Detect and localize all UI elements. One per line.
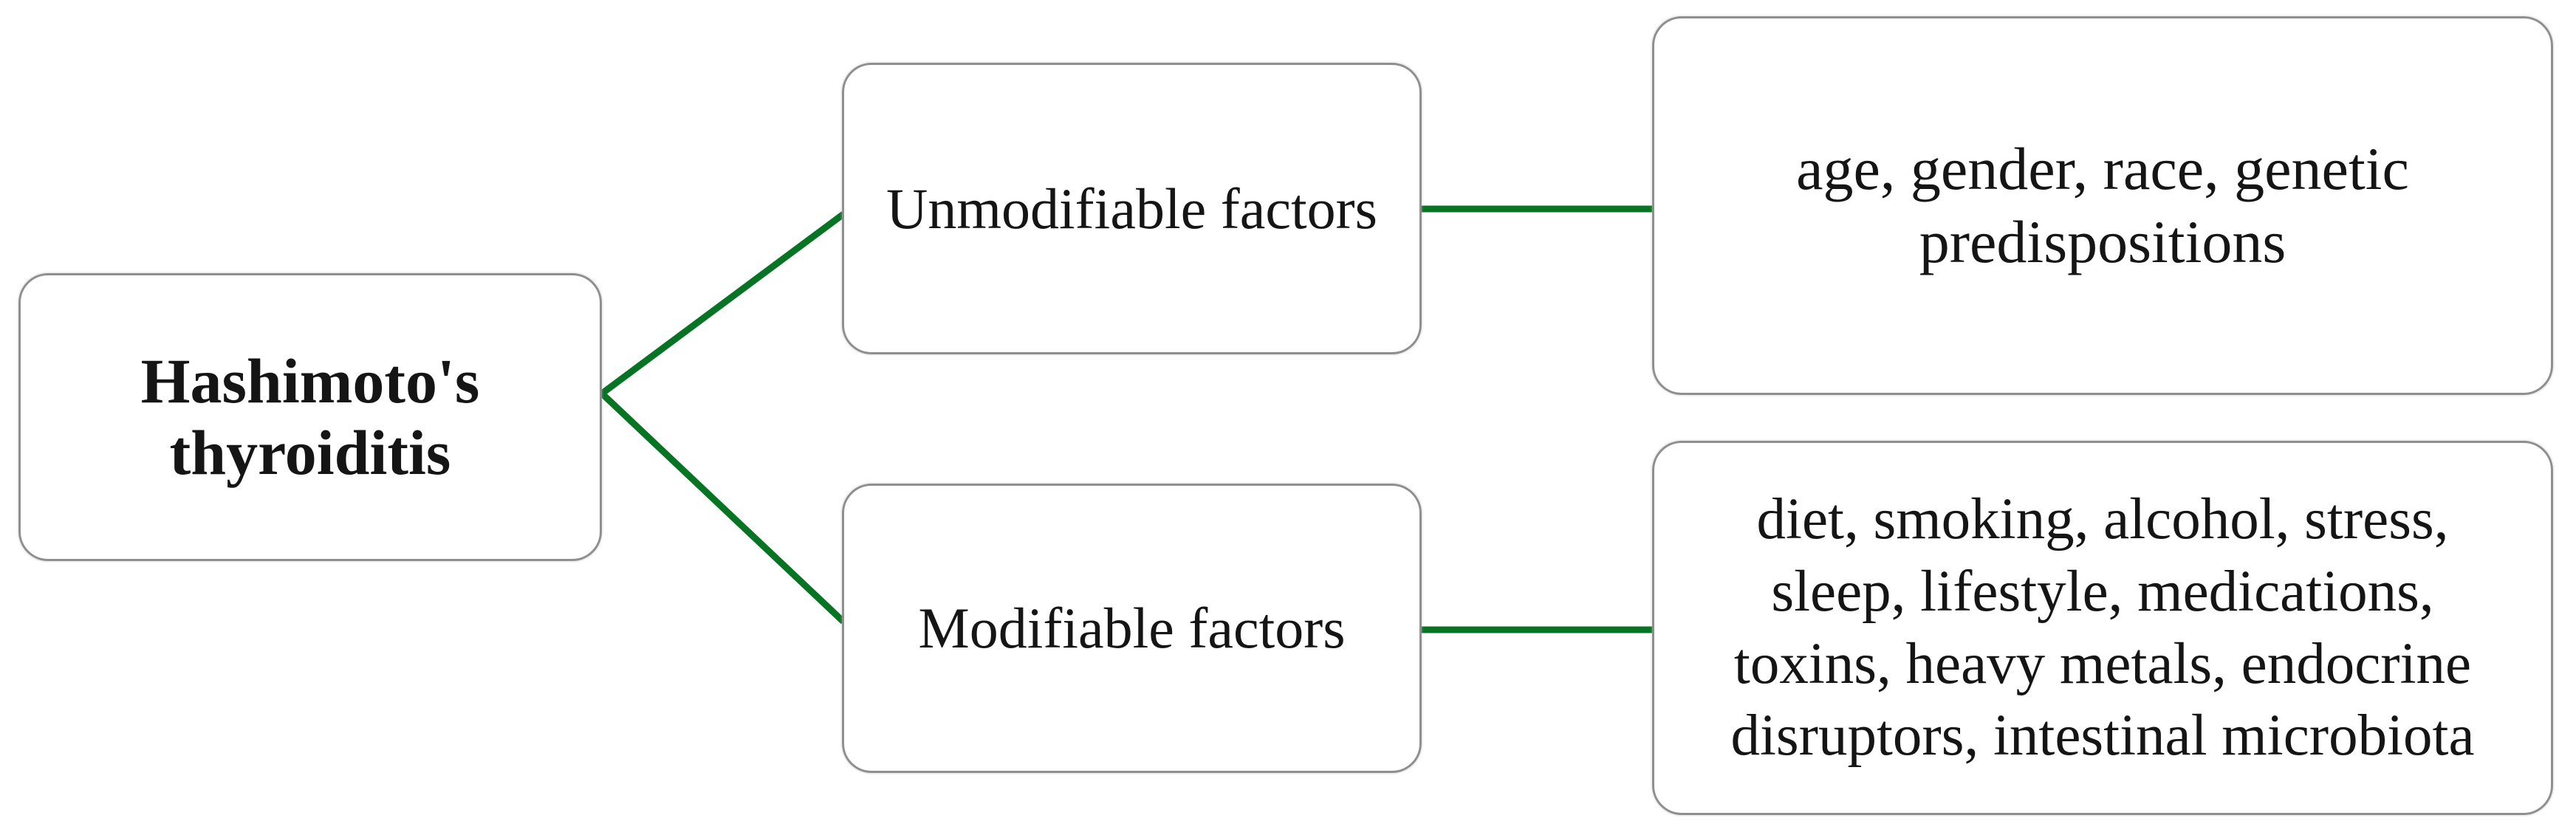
node-modifiable-examples: diet, smoking, alcohol, stress, sleep, l…	[1652, 441, 2553, 815]
node-label-line: Hashimoto's	[140, 345, 480, 416]
node-label-line: diet, smoking, alcohol, stress,	[1756, 487, 2449, 551]
connector-root-to-unmodifiable	[600, 211, 846, 396]
node-label-line: predispositions	[1919, 207, 2286, 275]
node-label: Modifiable factors	[918, 596, 1346, 661]
node-modifiable-factors: Modifiable factors	[842, 484, 1422, 773]
node-label-line: sleep, lifestyle, medications,	[1771, 559, 2434, 624]
node-label-line: toxins, heavy metals, endocrine	[1733, 631, 2472, 696]
node-label-line: disruptors, intestinal microbiota	[1730, 704, 2475, 769]
node-label: Unmodifiable factors	[886, 176, 1377, 241]
node-label-line: thyroiditis	[169, 417, 451, 488]
node-unmodifiable-factors: Unmodifiable factors	[842, 63, 1422, 354]
connector-root-to-modifiable	[599, 391, 846, 625]
node-hashimotos-thyroiditis: Hashimoto's thyroiditis	[18, 273, 602, 561]
node-unmodifiable-examples: age, gender, race, genetic predispositio…	[1652, 16, 2553, 395]
node-label-line: age, gender, race, genetic	[1796, 135, 2409, 203]
